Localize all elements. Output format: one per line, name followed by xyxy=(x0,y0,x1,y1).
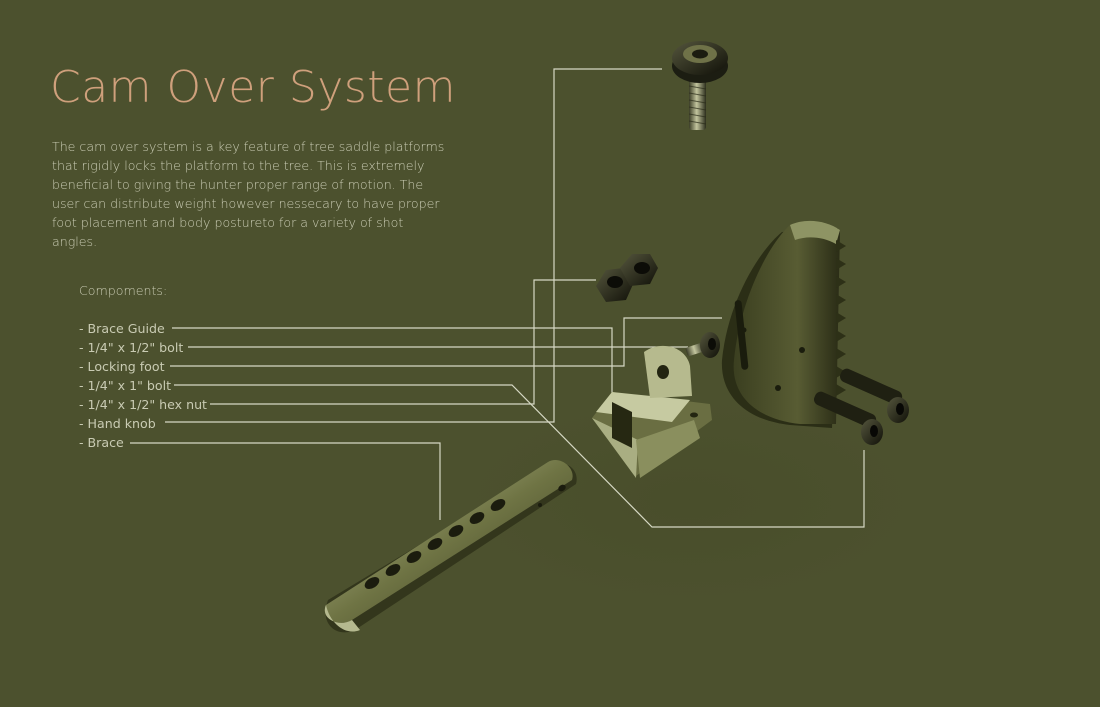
hand-knob-part xyxy=(672,41,728,130)
component-label-half-inch-bolt: - 1/4" x 1/2" bolt xyxy=(79,340,184,355)
long-bolts-part xyxy=(814,368,909,445)
hex-nut-part xyxy=(596,254,658,302)
page-title: Cam Over System xyxy=(50,62,456,113)
description-text: The cam over system is a key feature of … xyxy=(52,139,445,249)
leader-lines xyxy=(130,68,865,528)
component-label-brace: - Brace xyxy=(79,435,124,450)
leader-line-locking-foot xyxy=(170,317,722,367)
components-heading: Compoments: xyxy=(79,283,168,298)
component-label-hand-knob: - Hand knob xyxy=(79,416,156,431)
brace-part xyxy=(324,460,577,633)
short-bolt-part xyxy=(685,332,720,358)
component-list: - Brace Guide - 1/4" x 1/2" bolt - Locki… xyxy=(79,320,207,453)
component-label-hex-nut: - 1/4" x 1/2" hex nut xyxy=(79,397,207,412)
leader-line-hex-nut xyxy=(210,279,596,405)
leader-line-brace xyxy=(130,442,441,520)
component-label-locking-foot: - Locking foot xyxy=(79,359,165,374)
leader-line-one-inch-bolt xyxy=(174,384,865,528)
locking-foot-part xyxy=(721,220,846,428)
leader-line-hand-knob xyxy=(165,68,662,423)
leader-line-brace-guide xyxy=(172,327,613,396)
component-label-one-inch-bolt: - 1/4" x 1" bolt xyxy=(79,378,172,393)
brace-guide-part xyxy=(592,345,712,478)
component-label-brace-guide: - Brace Guide xyxy=(79,321,165,336)
